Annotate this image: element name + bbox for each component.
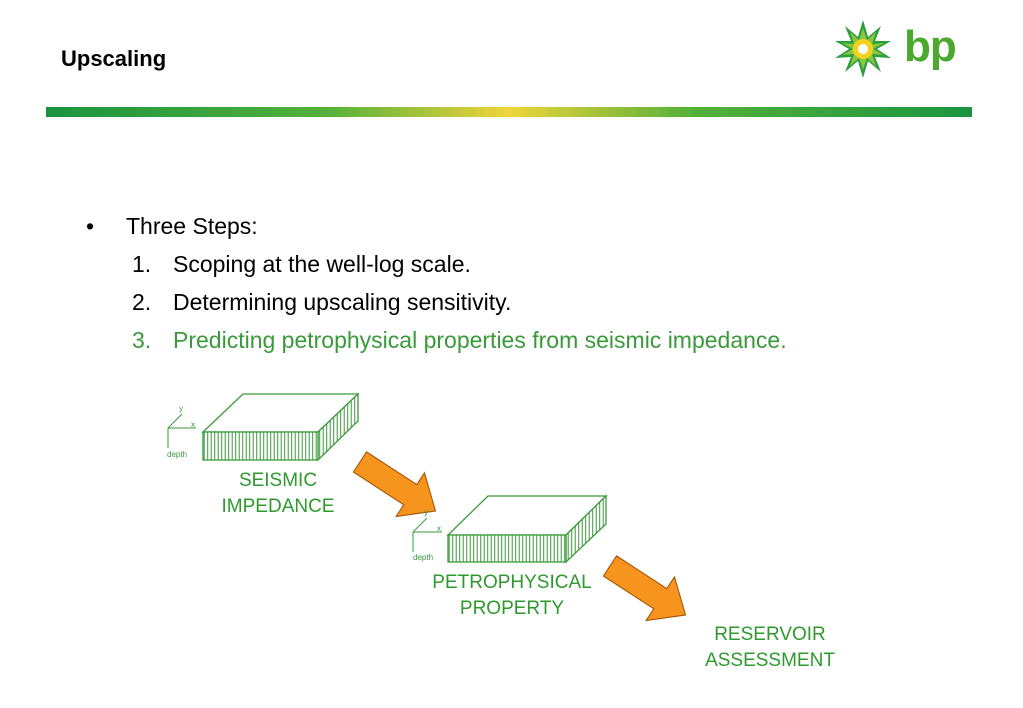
label-line: ASSESSMENT (705, 650, 835, 671)
label-line: SEISMIC (238, 470, 318, 491)
seismic-impedance-block (201, 392, 360, 462)
label-line: PROPERTY (459, 598, 565, 619)
step-number: 3. (132, 327, 152, 353)
axis-triad-icon (412, 517, 442, 552)
step-text: Predicting petrophysical properties from… (173, 327, 787, 353)
step-item: 1. Scoping at the well-log scale. (86, 249, 787, 287)
bullet-text: Three Steps: (126, 213, 258, 239)
step-item: 2. Determining upscaling sensitivity. (86, 287, 787, 325)
step-text: Scoping at the well-log scale. (173, 251, 471, 277)
axis-triad-icon (167, 413, 196, 448)
arrow-right-down-icon (602, 555, 687, 622)
axis-label-y: y (179, 404, 183, 413)
step-item-highlighted: 3. Predicting petrophysical properties fr… (86, 325, 787, 363)
axis-label-x: x (437, 524, 441, 533)
axis-label-depth: depth (167, 450, 187, 459)
bullet-dot-icon: • (86, 213, 95, 239)
axis-label-y: y (424, 508, 428, 517)
arrow-right-down-icon (352, 451, 437, 518)
step-number: 2. (132, 289, 152, 315)
axis-label-depth: depth (413, 553, 433, 562)
bp-helios-logo-icon (835, 20, 891, 78)
petrophysical-property-block (446, 494, 608, 564)
page-title: Upscaling (61, 46, 167, 71)
label-line: IMPEDANCE (221, 496, 335, 517)
petrophysical-property-label: PETROPHYSICAL PROPERTY (412, 570, 612, 622)
axis-label-x: x (191, 420, 195, 429)
header-divider-band (46, 107, 972, 117)
bullet-list: • Three Steps: 1. Scoping at the well-log … (86, 211, 787, 363)
bullet-item: • Three Steps: (86, 211, 787, 249)
label-line: RESERVOIR (714, 624, 826, 645)
reservoir-assessment-label: RESERVOIR ASSESSMENT (680, 622, 860, 674)
bp-logo-text: bp (904, 22, 957, 71)
step-text: Determining upscaling sensitivity. (173, 289, 512, 315)
step-number: 1. (132, 251, 152, 277)
seismic-impedance-label: SEISMIC IMPEDANCE (196, 468, 360, 520)
label-line: PETROPHYSICAL (432, 572, 592, 593)
